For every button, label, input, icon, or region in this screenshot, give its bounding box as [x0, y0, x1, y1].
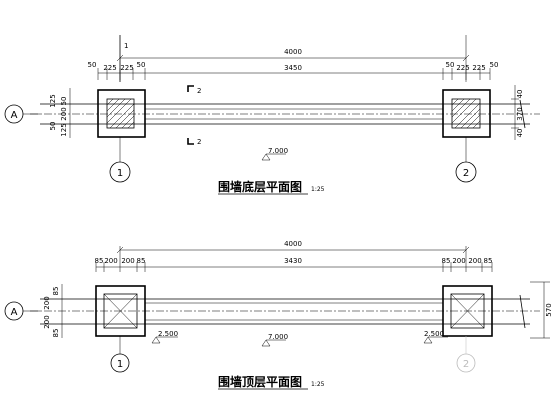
svg-text:85: 85 [137, 257, 146, 265]
svg-text:200: 200 [452, 257, 465, 265]
svg-text:225: 225 [472, 64, 485, 72]
svg-text:125: 125 [60, 123, 68, 136]
plan-scale: 1:25 [311, 381, 325, 388]
axis-2-bubble [455, 161, 477, 183]
level-mid: 7.000 [268, 333, 288, 341]
svg-text:50: 50 [88, 61, 97, 69]
svg-text:50: 50 [446, 61, 455, 69]
plan-scale: 1:25 [311, 186, 325, 193]
left-column [97, 89, 146, 138]
svg-text:370: 370 [516, 107, 524, 120]
overall-dim: 4000 [284, 240, 302, 248]
top-floor-plan: 4000 3430 85 200 200 85 85 200 200 85 [4, 240, 553, 390]
axis-a-label: A [11, 110, 18, 121]
overall-dim: 4000 [284, 48, 302, 56]
svg-text:200: 200 [43, 296, 51, 309]
svg-text:A: A [11, 307, 18, 318]
svg-text:225: 225 [456, 64, 469, 72]
svg-text:50: 50 [490, 61, 499, 69]
svg-text:2: 2 [463, 168, 469, 179]
left-column [95, 285, 146, 337]
svg-text:85: 85 [442, 257, 451, 265]
svg-text:50: 50 [49, 122, 57, 131]
svg-text:200: 200 [104, 257, 117, 265]
inner-dim: 3450 [284, 64, 302, 72]
inner-dim: 3430 [284, 257, 302, 265]
section-2-top-mark [187, 85, 194, 92]
svg-text:125: 125 [49, 94, 57, 107]
svg-text:85: 85 [52, 329, 60, 338]
svg-text:2: 2 [463, 359, 469, 370]
svg-text:2: 2 [197, 138, 201, 146]
svg-text:200: 200 [468, 257, 481, 265]
svg-text:1: 1 [117, 168, 123, 179]
level-left: 2.500 [158, 330, 178, 338]
svg-text:225: 225 [103, 64, 116, 72]
right-column [442, 285, 493, 337]
svg-text:85: 85 [52, 287, 60, 296]
axis-1-bubble [110, 353, 130, 373]
plan-title: 围墙底层平面图 [218, 179, 302, 194]
plan-title: 围墙顶层平面图 [218, 374, 302, 389]
svg-text:200: 200 [60, 107, 68, 120]
level-right: 2.500 [424, 330, 444, 338]
svg-text:50: 50 [60, 97, 68, 106]
svg-text:2: 2 [197, 87, 201, 95]
svg-text:85: 85 [484, 257, 493, 265]
ground-floor-plan: 1 4000 3450 50 225 225 50 50 225 225 50 [4, 35, 540, 195]
right-column [442, 89, 491, 138]
svg-text:40: 40 [516, 90, 524, 99]
svg-text:1: 1 [117, 359, 123, 370]
axis-2-bubble [456, 353, 476, 373]
svg-text:85: 85 [95, 257, 104, 265]
level-mark: 7.000 [268, 147, 288, 155]
svg-text:570: 570 [545, 303, 553, 316]
section-2-bottom-mark [187, 138, 194, 145]
svg-text:50: 50 [137, 61, 146, 69]
svg-text:225: 225 [120, 64, 133, 72]
svg-text:200: 200 [43, 315, 51, 328]
axis-1-bubble [109, 161, 131, 183]
section-1-label: 1 [124, 42, 128, 50]
svg-text:40: 40 [516, 129, 524, 138]
svg-text:200: 200 [121, 257, 134, 265]
